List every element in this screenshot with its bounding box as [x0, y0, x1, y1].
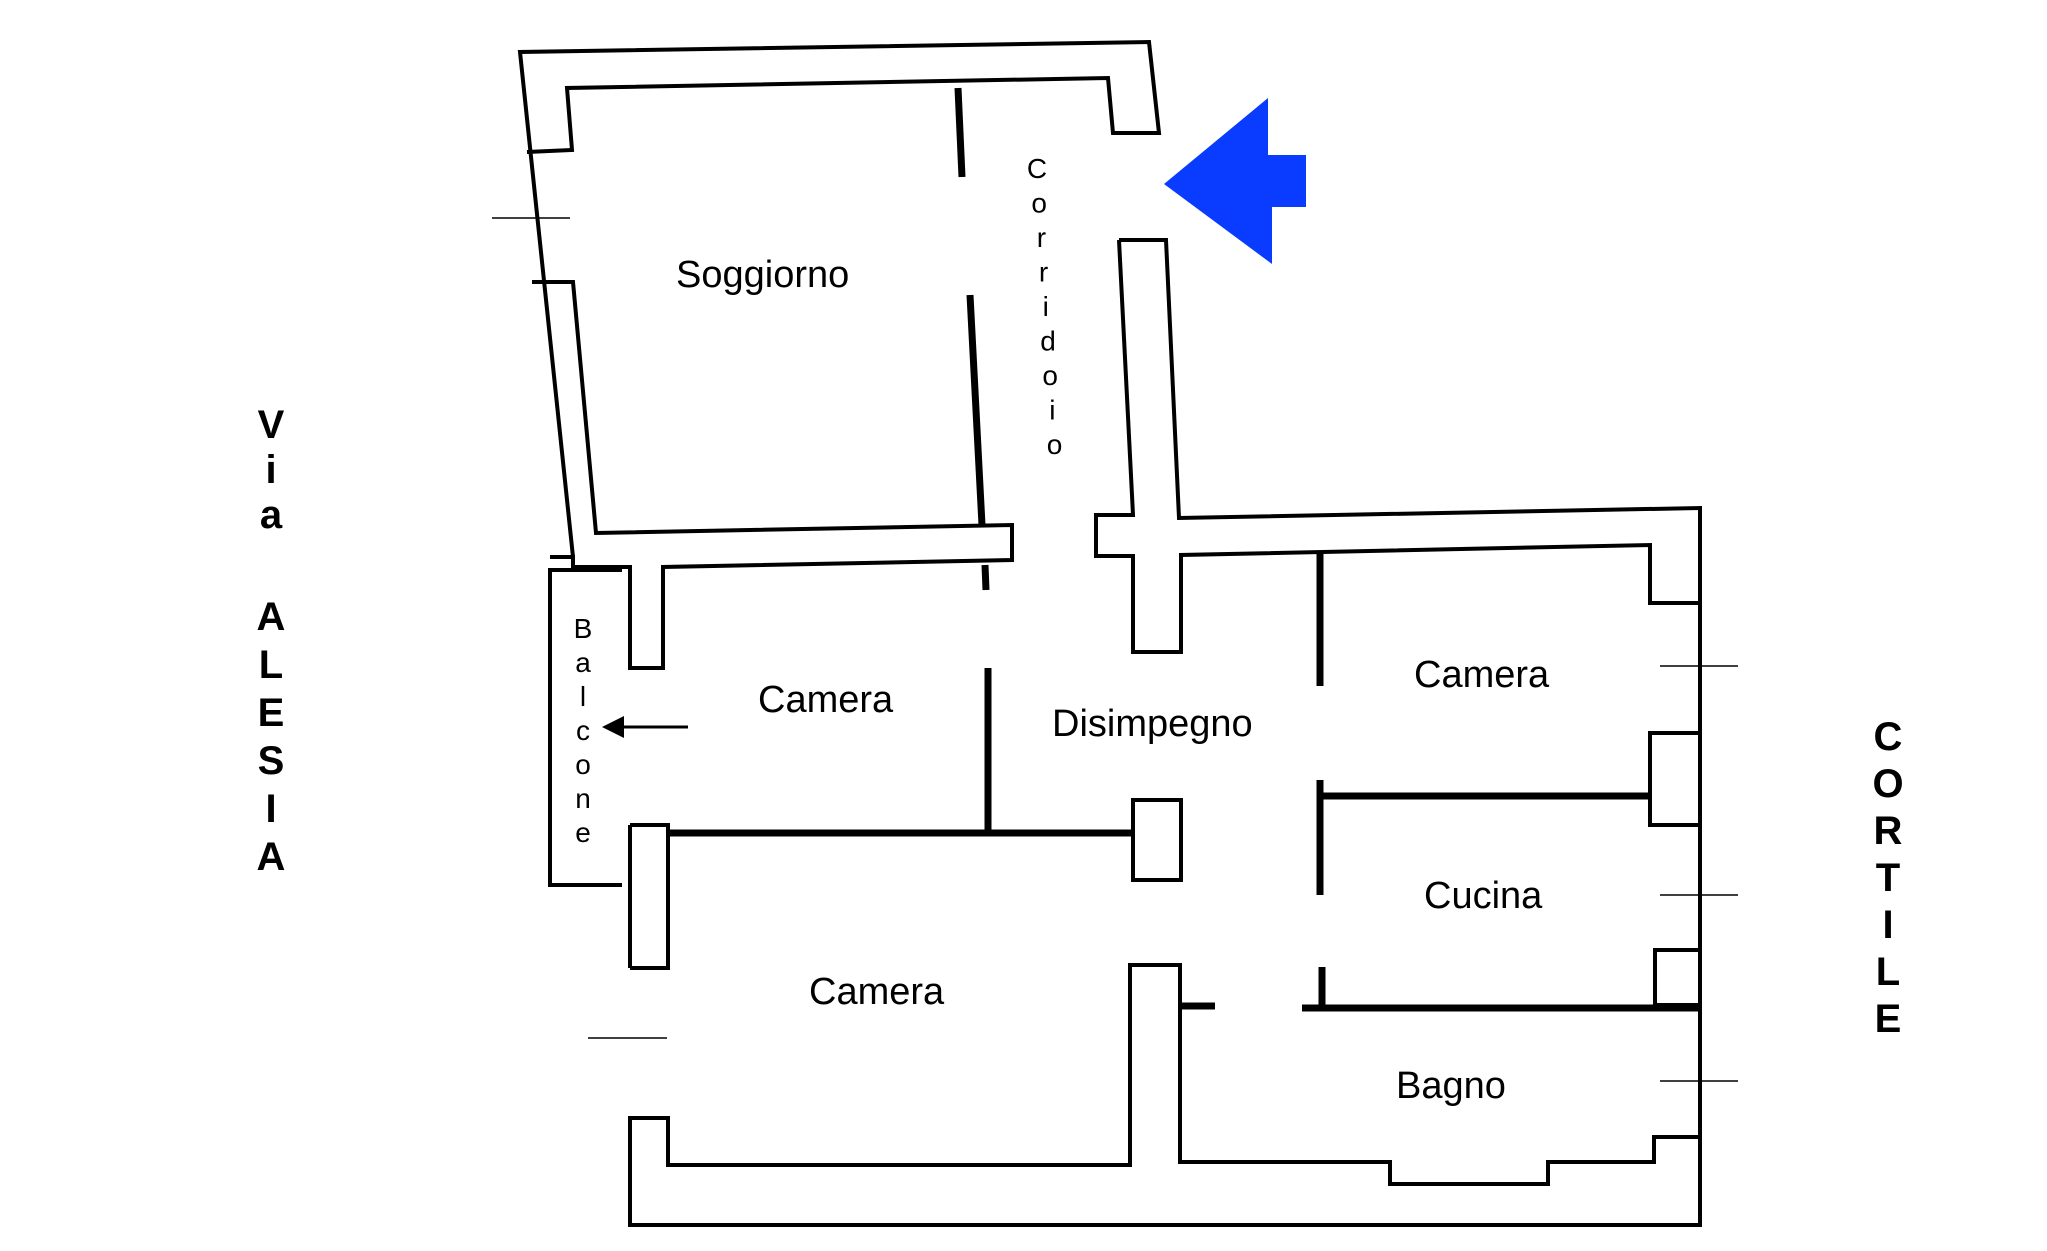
upper-wing-walls — [517, 39, 1702, 1227]
alesia-letter: A — [257, 595, 286, 639]
alesia-letter: S — [258, 739, 285, 783]
entrance-arrow-icon — [1164, 98, 1306, 264]
niche-cucina — [1653, 948, 1700, 1007]
balcone-letter: l — [580, 681, 586, 712]
via-letter: a — [260, 493, 283, 537]
corridoio-letter: r — [1039, 257, 1048, 288]
room-label-cucina: Cucina — [1424, 875, 1543, 917]
niche-camera-bottom — [1648, 731, 1700, 827]
upper-outer-wall — [517, 39, 1162, 558]
window-marks — [492, 217, 1738, 1082]
lower-left-walls — [628, 823, 670, 1225]
room-label-bagno: Bagno — [1396, 1065, 1506, 1107]
left-wall-segment-a — [630, 823, 670, 970]
right-niches — [1648, 545, 1700, 1007]
corridoio-letter: i — [1049, 395, 1055, 426]
corridor-stub — [1094, 239, 1700, 654]
corridoio-letter: i — [1043, 291, 1049, 322]
balcone-letter: n — [575, 783, 591, 814]
via-letter: i — [265, 448, 276, 492]
balcony-outline — [548, 568, 622, 887]
niche-camera-top — [1648, 545, 1700, 605]
balcone-letter: a — [575, 647, 591, 678]
cortile-letter: O — [1872, 762, 1903, 806]
cortile-letter: E — [1875, 997, 1902, 1041]
cortile-letter: R — [1874, 809, 1903, 853]
alesia-letter: I — [265, 787, 276, 831]
partition-soggiorno-top — [954, 87, 966, 178]
via-letter: V — [258, 403, 285, 447]
cortile-letter: L — [1876, 950, 1900, 994]
room-label-camera-3: Camera — [1414, 654, 1550, 696]
balcony-arrow-icon — [602, 716, 688, 738]
upper-left-wall — [532, 280, 1014, 670]
cortile-letter: I — [1882, 903, 1893, 947]
corridoio-letter: r — [1037, 222, 1046, 253]
partition-camera1-stub — [981, 564, 990, 591]
partition-soggiorno-bottom — [966, 294, 986, 526]
cortile-letter: C — [1874, 715, 1903, 759]
balcone-letter: c — [576, 715, 590, 746]
corridoio-letter: d — [1040, 326, 1056, 357]
balcone-letter: B — [574, 613, 593, 644]
corridoio-letter: o — [1047, 429, 1063, 460]
room-label-camera-1: Camera — [758, 679, 894, 721]
corridoio-letter: o — [1031, 188, 1047, 219]
alesia-letter: L — [259, 643, 283, 687]
room-label-soggiorno: Soggiorno — [676, 254, 849, 296]
corridoio-letter: o — [1042, 360, 1058, 391]
balcone-letter: o — [575, 749, 591, 780]
corridor-right-wall — [628, 238, 1702, 1227]
alesia-letter: E — [258, 691, 285, 735]
room-label-disimpegno: Disimpegno — [1052, 703, 1253, 745]
cortile-letter: T — [1876, 856, 1900, 900]
corridoio-letter: C — [1027, 153, 1047, 184]
interior-partitions — [668, 87, 1700, 1012]
pillar — [1131, 798, 1183, 882]
balcone-letter: e — [575, 817, 591, 848]
room-label-camera-2: Camera — [809, 971, 945, 1013]
alesia-letter: A — [257, 835, 286, 879]
street-label-via: Via — [258, 403, 285, 537]
